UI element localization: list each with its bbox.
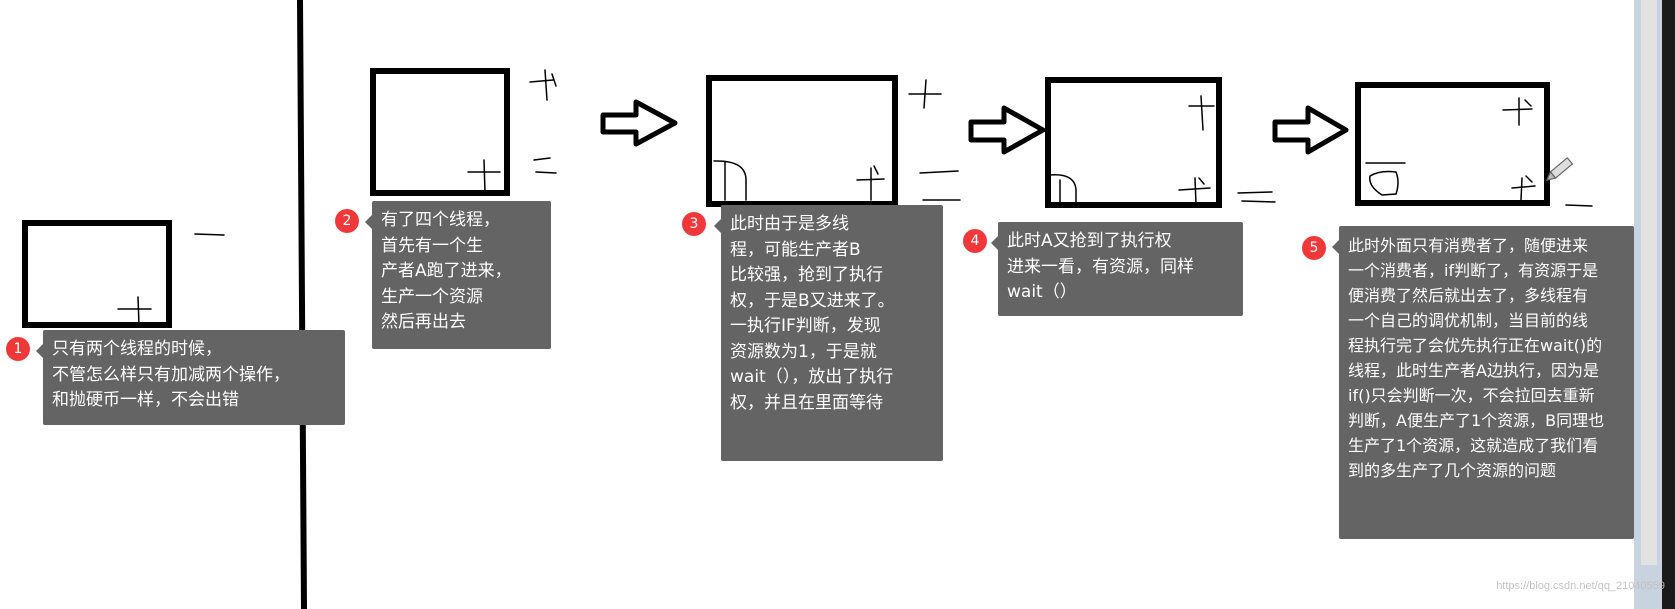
arrow-right-icon	[600, 99, 678, 147]
window-edge	[1662, 0, 1675, 609]
watermark: https://blog.csdn.net/qq_21040559	[1496, 580, 1665, 592]
step-badge-4: 4	[963, 229, 987, 253]
step-badge-2: 2	[335, 209, 359, 233]
step-badge-3: 3	[682, 212, 706, 236]
pencil-icon	[1545, 156, 1574, 182]
step-badge-5: 5	[1302, 236, 1326, 260]
step-note-1: 只有两个线程的时候， 不管怎么样只有加减两个操作， 和抛硬币一样，不会出错	[36, 330, 345, 425]
scrollbar-thumb[interactable]	[1641, 0, 1657, 565]
step-note-4: 此时A又抢到了执行权 进来一看，有资源，同样 wait（）	[991, 222, 1243, 316]
step-note-2: 有了四个线程， 首先有一个生 产者A跑了进来， 生产一个资源 然后再出去	[365, 201, 551, 349]
step-note-3: 此时由于是多线 程，可能生产者B 比较强，抢到了执行 权，于是B又进来了。 一执…	[714, 205, 943, 461]
step-badge-1: 1	[6, 337, 30, 361]
box-1	[22, 220, 225, 328]
divider-line	[297, 0, 307, 609]
step-note-5: 此时外面只有消费者了，随便进来 一个消费者，if判断了，有资源于是 便消费了然后…	[1332, 226, 1634, 539]
arrow-right-icon	[1272, 105, 1349, 155]
arrow-right-icon	[968, 105, 1046, 155]
box-4	[1045, 77, 1276, 208]
box-3	[706, 75, 961, 207]
box-5	[1355, 82, 1593, 207]
box-2	[370, 68, 557, 196]
